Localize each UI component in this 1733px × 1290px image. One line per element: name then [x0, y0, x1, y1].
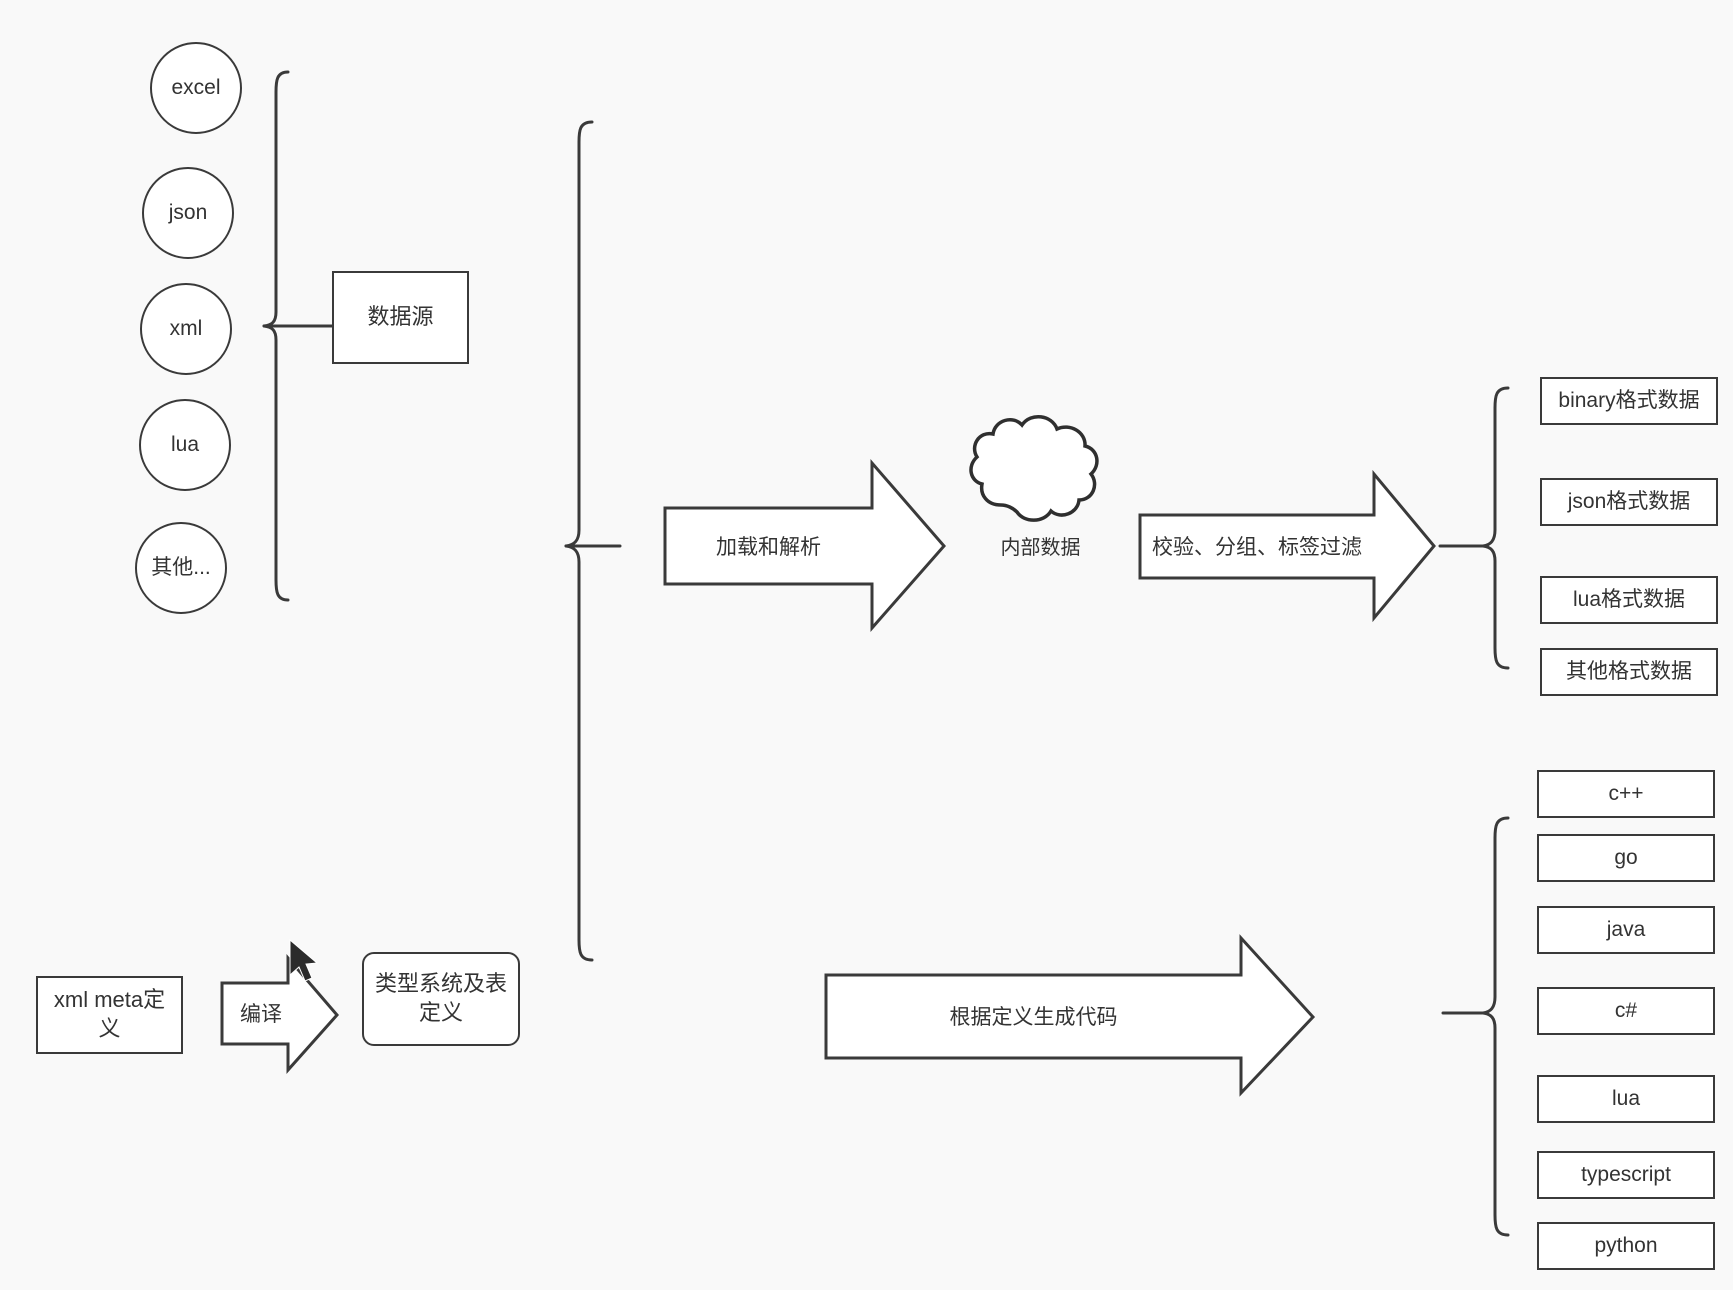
source-label: json [168, 201, 208, 225]
output-language-python[interactable]: python [1537, 1222, 1715, 1270]
data-source-group-label: 数据源 [367, 304, 434, 330]
type-system-box[interactable]: 类型系统及表定义 [362, 952, 520, 1046]
output-language-label: python [1594, 1234, 1658, 1258]
output-language-label: go [1614, 846, 1638, 870]
source-label: 其他... [151, 556, 211, 580]
output-format-other[interactable]: 其他格式数据 [1540, 648, 1718, 696]
output-format-json[interactable]: json格式数据 [1540, 478, 1718, 526]
validate-filter-arrow-label: 校验、分组、标签过滤 [1152, 536, 1362, 559]
source-label: excel [171, 76, 221, 100]
output-language-lua[interactable]: lua [1537, 1075, 1715, 1123]
output-language-label: c# [1614, 999, 1638, 1023]
output-language-label: java [1606, 918, 1646, 942]
type-system-label: 类型系统及表定义 [374, 971, 507, 1025]
output-language-cpp[interactable]: c++ [1537, 770, 1715, 818]
output-language-label: lua [1611, 1087, 1641, 1111]
output-language-go[interactable]: go [1537, 834, 1715, 882]
output-format-binary[interactable]: binary格式数据 [1540, 377, 1718, 425]
output-format-label: json格式数据 [1567, 490, 1691, 514]
source-node-other[interactable]: 其他... [135, 522, 227, 614]
source-label: lua [170, 433, 200, 457]
output-format-label: binary格式数据 [1558, 389, 1700, 413]
xml-meta-definition-label: xml meta定义 [53, 987, 166, 1041]
output-language-java[interactable]: java [1537, 906, 1715, 954]
output-language-csharp[interactable]: c# [1537, 987, 1715, 1035]
source-node-xml[interactable]: xml [140, 283, 232, 375]
source-node-lua[interactable]: lua [139, 399, 231, 491]
brace-sources [262, 70, 290, 602]
xml-meta-definition-box[interactable]: xml meta定义 [36, 976, 183, 1054]
source-label: xml [169, 317, 203, 341]
brace-data-formats [1481, 386, 1510, 670]
output-language-label: c++ [1608, 782, 1644, 806]
internal-data-cloud [969, 415, 1099, 522]
output-format-label: 其他格式数据 [1566, 660, 1692, 684]
output-format-lua[interactable]: lua格式数据 [1540, 576, 1718, 624]
output-format-label: lua格式数据 [1572, 588, 1686, 612]
brace-inputs [564, 120, 594, 962]
data-source-group-box[interactable]: 数据源 [332, 271, 469, 364]
compile-arrow-label: 编译 [240, 1003, 282, 1026]
codegen-arrow-label: 根据定义生成代码 [949, 1006, 1118, 1029]
output-language-label: typescript [1581, 1163, 1671, 1187]
load-parse-arrow-label: 加载和解析 [716, 536, 821, 559]
brace-languages [1481, 816, 1510, 1237]
source-node-json[interactable]: json [142, 167, 234, 259]
internal-data-label: 内部数据 [1000, 536, 1081, 559]
output-language-typescript[interactable]: typescript [1537, 1151, 1715, 1199]
source-node-excel[interactable]: excel [150, 42, 242, 134]
mouse-cursor [289, 938, 319, 982]
